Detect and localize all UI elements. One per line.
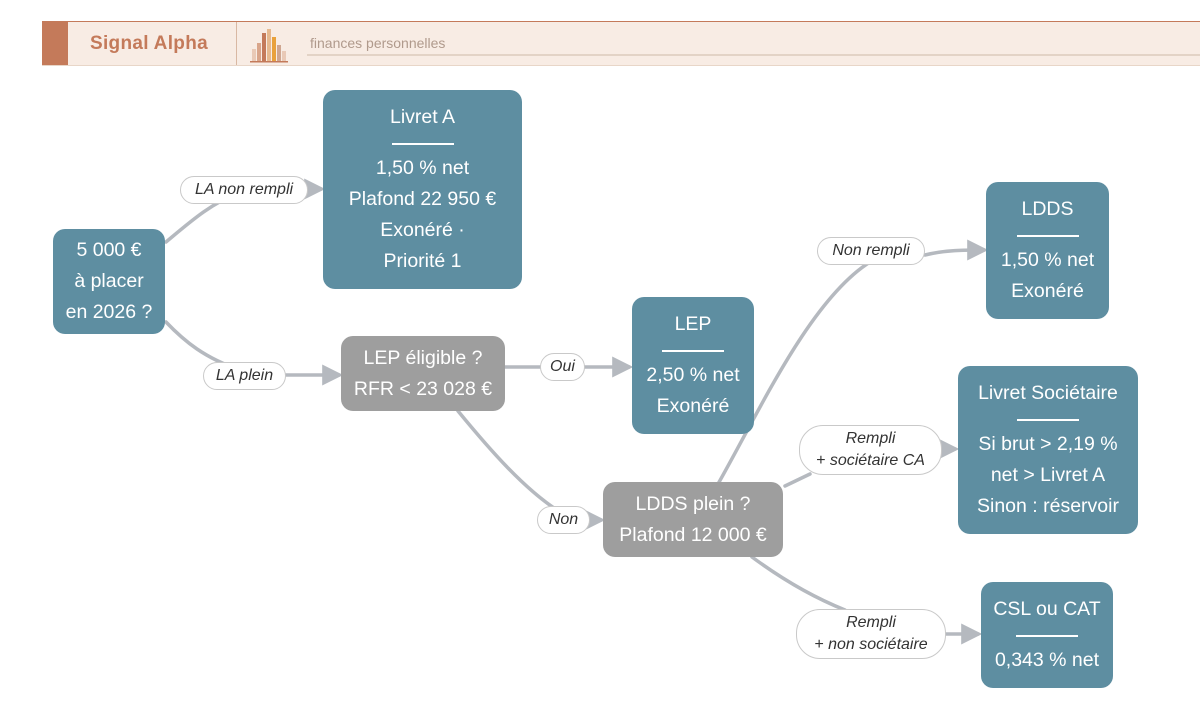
brand-title[interactable]: Signal Alpha [90, 33, 208, 54]
edge-label-oui: Oui [540, 353, 585, 381]
node-line: RFR < 23 028 € [353, 377, 493, 400]
node-divider [1016, 635, 1078, 637]
edge-lep-eligible-to-ldds-plein [456, 409, 562, 514]
node-line: 2,50 % net [646, 364, 740, 386]
edge-label-la-non-rempli: LA non rempli [180, 176, 308, 204]
edge-label-non-rempli: Non rempli [817, 237, 925, 265]
edge-label-text: Non [548, 511, 579, 528]
node-start[interactable]: 5 000 € à placer en 2026 ? [53, 229, 165, 334]
node-line: Plafond 12 000 € [619, 523, 767, 546]
node-title: LEP [674, 313, 712, 335]
node-title: Livret A [389, 106, 456, 128]
node-title: Livret Sociétaire [978, 382, 1118, 404]
node-line: LEP éligible ? [363, 346, 483, 369]
edge-label-non: Non [537, 506, 590, 534]
node-line: Exonéré · [380, 219, 465, 241]
edge-non-rempli-arrow [923, 239, 989, 261]
edge-ldds-plein-to-ldds [716, 260, 872, 486]
edge-label-text: LA plein [215, 367, 274, 384]
node-line: 1,50 % net [1000, 249, 1095, 271]
node-csl-cat[interactable]: CSL ou CAT 0,343 % net [981, 582, 1113, 688]
node-line: Plafond 22 950 € [348, 188, 497, 210]
node-line: LDDS plein ? [635, 492, 751, 515]
node-divider [1017, 419, 1079, 421]
node-divider [662, 350, 724, 352]
node-livret-a[interactable]: Livret A 1,50 % net Plafond 22 950 € Exo… [323, 90, 522, 289]
edge-label-la-plein: LA plein [203, 362, 286, 390]
edge-ldds-plein-to-societaire [783, 472, 812, 488]
app-header: Signal Alpha finances personnelles [42, 21, 1200, 66]
node-line: Exonéré [1011, 280, 1084, 302]
edge-label-rempli-societaire: Rempli + sociétaire CA [799, 425, 942, 475]
node-divider [391, 143, 454, 145]
node-line: 1,50 % net [375, 157, 470, 179]
edge-label-rempli-non-societaire: Rempli + non sociétaire [796, 609, 946, 659]
node-lep[interactable]: LEP 2,50 % net Exonéré [632, 297, 754, 434]
edge-label-text: Rempli [845, 430, 896, 447]
node-line: Si brut > 2,19 % [978, 433, 1118, 455]
node-title: CSL ou CAT [993, 598, 1101, 620]
bar-chart-logo-icon [250, 29, 288, 63]
edge-label-text: + non sociétaire [814, 636, 928, 653]
node-start-line: à placer [74, 270, 144, 292]
node-divider [1016, 235, 1079, 237]
node-livret-societaire[interactable]: Livret Sociétaire Si brut > 2,19 % net >… [958, 366, 1138, 534]
node-ldds[interactable]: LDDS 1,50 % net Exonéré [986, 182, 1109, 319]
edge-label-text: LA non rempli [194, 181, 294, 198]
header-subtitle: finances personnelles [310, 35, 446, 51]
node-line: Sinon : réservoir [977, 495, 1119, 517]
node-line: 0,343 % net [994, 649, 1100, 671]
node-line: net > Livret A [990, 464, 1106, 486]
edge-label-text: Non rempli [832, 242, 910, 259]
edge-label-text: Rempli [846, 614, 896, 631]
node-line: Priorité 1 [383, 250, 462, 272]
node-line: Exonéré [656, 395, 730, 417]
node-ldds-plein[interactable]: LDDS plein ? Plafond 12 000 € [603, 482, 783, 557]
node-title: LDDS [1021, 198, 1074, 220]
header-accent-bar [42, 22, 68, 65]
node-start-line: 5 000 € [76, 239, 142, 261]
node-lep-eligible[interactable]: LEP éligible ? RFR < 23 028 € [341, 336, 505, 411]
header-underline [307, 54, 1200, 56]
node-start-line: en 2026 ? [65, 301, 153, 323]
edge-label-text: Oui [550, 358, 575, 375]
edge-ldds-plein-to-csl [750, 555, 847, 612]
edge-label-text: + sociétaire CA [816, 452, 925, 469]
header-separator [236, 22, 237, 65]
